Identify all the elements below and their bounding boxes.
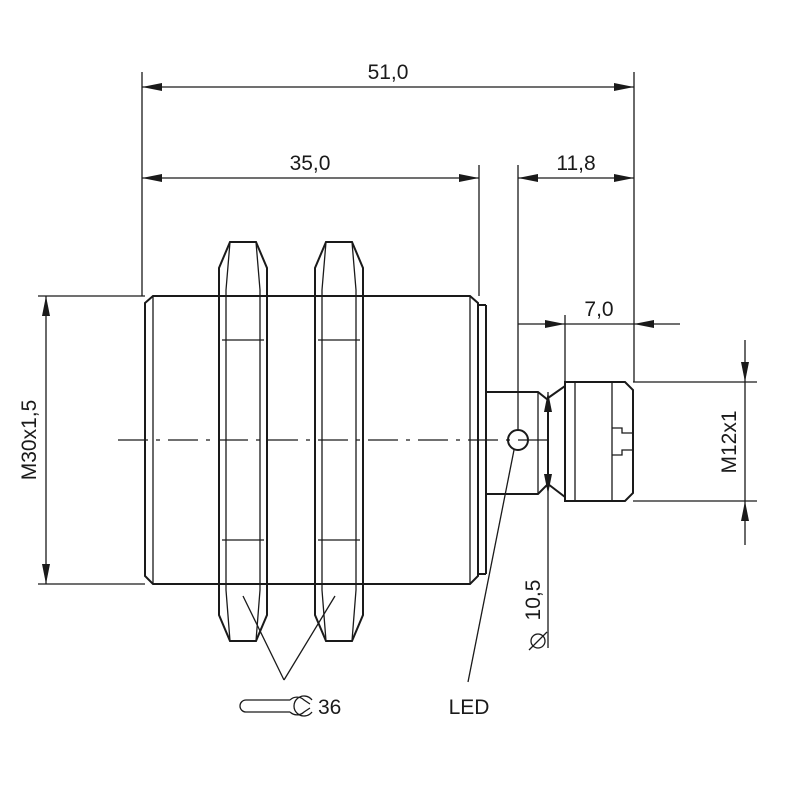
- neck-diameter-label: 10,5: [522, 580, 545, 621]
- overall-length-label: 51,0: [368, 61, 409, 84]
- connector-thread-label: M12x1: [718, 410, 741, 473]
- wrench-callout: 36: [239, 595, 341, 719]
- dim-connector-length: 11,8: [518, 152, 634, 182]
- connector-length-label: 11,8: [556, 152, 595, 175]
- dim-connector-thread-length: 7,0: [518, 298, 680, 328]
- connector: [547, 381, 634, 502]
- dim-body-thread: M30x1,5: [18, 296, 50, 584]
- wrench-icon: [239, 695, 313, 717]
- dim-neck-diameter: 10,5: [522, 392, 552, 651]
- nut-left: [218, 241, 268, 642]
- body-thread-label: M30x1,5: [18, 400, 41, 481]
- extension-lines: [38, 72, 757, 585]
- dim-connector-thread: M12x1: [718, 340, 749, 545]
- wrench-size-label: 36: [318, 696, 341, 719]
- diameter-symbol-icon: [528, 631, 548, 651]
- nut-right: [314, 241, 364, 642]
- led-label: LED: [449, 696, 490, 719]
- connector-thread-length-label: 7,0: [584, 298, 613, 321]
- body-length-label: 35,0: [290, 152, 331, 175]
- dim-body-length: 35,0: [142, 152, 479, 182]
- neck: [486, 391, 549, 495]
- dim-overall-length: 51,0: [142, 61, 634, 91]
- led-callout: LED: [449, 449, 515, 719]
